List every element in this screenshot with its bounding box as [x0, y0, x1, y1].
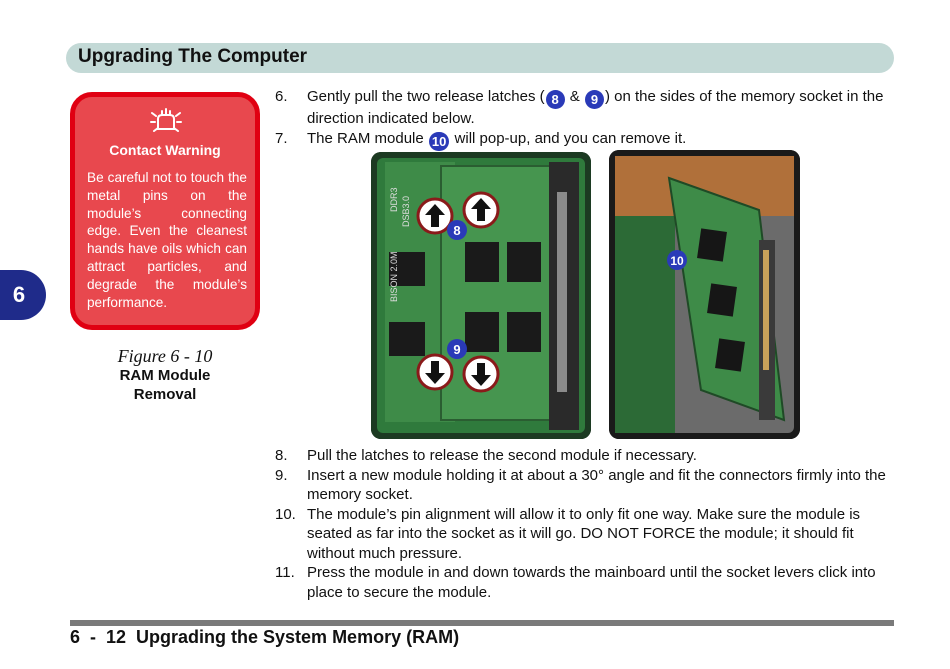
- contact-warning-box: Contact Warning Be careful not to touch …: [70, 92, 260, 330]
- step-number: 7.: [275, 129, 288, 147]
- step-item: 6. Gently pull the two release latches (…: [275, 87, 895, 129]
- callout-badge: 10: [428, 132, 450, 151]
- callout-badge: 10: [670, 254, 684, 268]
- step-number: 11.: [275, 564, 295, 581]
- callout-badge: 8: [453, 223, 460, 238]
- step-text: Gently pull the two release latches (8 &…: [307, 87, 895, 129]
- footer-rule: [70, 620, 894, 626]
- step-item: 10. The module’s pin alignment will allo…: [275, 505, 895, 564]
- figure-caption: Figure 6 - 10 RAM Module Removal: [70, 346, 260, 404]
- steps-bottom: 8. Pull the latches to release the secon…: [275, 446, 895, 602]
- ram-popup-illustration: 10: [609, 150, 800, 439]
- figure-number: Figure 6 - 10: [117, 346, 213, 366]
- step-text-part: &: [565, 88, 584, 105]
- photo-ram-popup: 10: [609, 150, 800, 439]
- step-number: 10.: [275, 505, 296, 523]
- photo-ram-latches: DDR3 DSB3.0 BISON 2.0M 8 9: [371, 152, 591, 439]
- step-text: Insert a new module holding it at about …: [307, 466, 886, 504]
- step-number: 8.: [275, 447, 288, 464]
- callout-badge: 9: [584, 90, 604, 110]
- chip-label: DDR3: [389, 187, 399, 212]
- step-text-part: Gently pull the two release latches (: [307, 88, 545, 105]
- chapter-number: 6: [12, 282, 26, 307]
- chapter-tab: 6: [0, 270, 46, 320]
- step-item: 7. The RAM module 10 will pop-up, and yo…: [275, 129, 895, 151]
- steps-top: 6. Gently pull the two release latches (…: [275, 87, 895, 151]
- ram-latches-illustration: DDR3 DSB3.0 BISON 2.0M 8 9: [371, 152, 591, 439]
- step-number: 6.: [275, 88, 288, 105]
- chip-label: BISON 2.0M: [389, 251, 399, 302]
- callout-badge: 8: [545, 90, 565, 110]
- step-text-part: The RAM module: [307, 129, 428, 147]
- callout-badge: 9: [453, 342, 460, 357]
- up-arrow-icon: [416, 197, 454, 235]
- step-item: 8. Pull the latches to release the secon…: [275, 446, 895, 466]
- step-text: The RAM module 10 will pop-up, and you c…: [307, 129, 895, 151]
- figure-title: RAM Module Removal: [119, 367, 211, 403]
- step-text-part: will pop-up, and you can remove it.: [450, 129, 687, 147]
- warning-title: Contact Warning: [109, 142, 221, 158]
- up-arrow-icon: [462, 191, 500, 229]
- warning-text: Be careful not to touch the metal pins o…: [87, 170, 247, 310]
- step-text: Pull the latches to release the second m…: [307, 447, 697, 464]
- step-number: 9.: [275, 466, 288, 484]
- chip-label: DSB3.0: [401, 196, 411, 227]
- section-title: Upgrading The Computer: [78, 46, 308, 67]
- step-item: 11. Press the module in and down towards…: [275, 563, 895, 602]
- step-text: Press the module in and down towards the…: [307, 564, 876, 601]
- footer-page-title: 6 - 12 Upgrading the System Memory (RAM): [70, 627, 460, 647]
- down-arrow-icon: [462, 355, 500, 393]
- down-arrow-icon: [416, 353, 454, 391]
- step-item: 9. Insert a new module holding it at abo…: [275, 466, 895, 505]
- hand-warning-icon: [150, 108, 182, 132]
- step-text-part: ) on the sides of the memory socket in t…: [307, 88, 884, 128]
- section-header-bar: Upgrading The Computer: [66, 43, 894, 73]
- step-text: The module’s pin alignment will allow it…: [307, 505, 861, 562]
